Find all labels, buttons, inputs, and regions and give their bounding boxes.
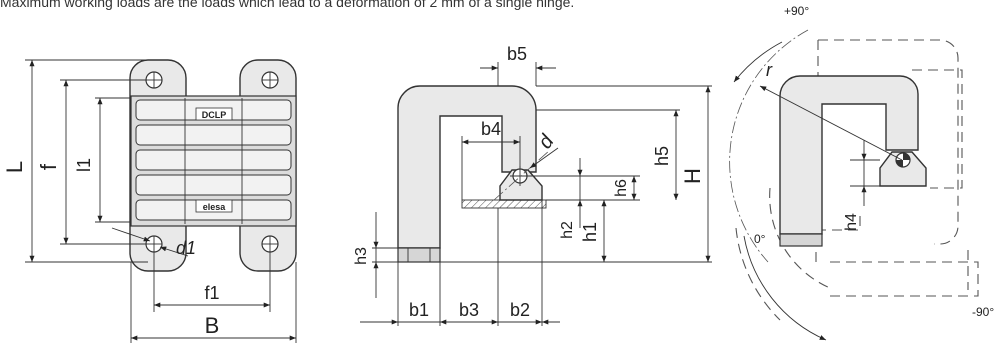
- angle-zero-label: 0°: [754, 232, 766, 246]
- dim-h6-label: h6: [613, 179, 630, 197]
- dim-b5-label: b5: [507, 44, 527, 64]
- brand-label-bottom: elesa: [203, 202, 227, 212]
- dim-h1-label: h1: [580, 222, 600, 242]
- dim-b1-label: b1: [409, 300, 429, 320]
- knuckle-bands: [135, 98, 292, 224]
- angle-minus90-label: -90°: [972, 305, 994, 319]
- screw-holes: [145, 71, 279, 253]
- dim-b4-label: b4: [481, 119, 501, 139]
- dim-b2-label: b2: [510, 300, 530, 320]
- dim-h5-label: h5: [652, 146, 672, 166]
- dim-f1-label: f1: [204, 283, 219, 303]
- caption-text: Maximum working loads are the loads whic…: [0, 0, 575, 10]
- rotation-view: +90° 0° -90° r h4: [729, 4, 994, 341]
- angle-plus90-label: +90°: [784, 4, 809, 18]
- brand-label-top: DCLP: [202, 110, 227, 120]
- dim-b3-label: b3: [459, 300, 479, 320]
- dim-H-label: H: [680, 168, 705, 184]
- dim-L-label: L: [2, 161, 27, 173]
- dim-h2-label: h2: [559, 221, 576, 239]
- dim-r-label: r: [766, 60, 773, 80]
- dim-l1-label: l1: [74, 158, 94, 172]
- front-view: DCLP elesa L: [2, 59, 297, 343]
- dim-d1-label: d1: [176, 238, 196, 258]
- dim-B-label: B: [205, 313, 220, 338]
- side-view: b5 b4 d h5 H h6 h2 h1 h3 b1 b3 b2: [353, 44, 712, 326]
- dim-f-label: f: [36, 163, 61, 170]
- dim-h3-label: h3: [353, 247, 370, 265]
- dim-h4-label: h4: [843, 213, 860, 231]
